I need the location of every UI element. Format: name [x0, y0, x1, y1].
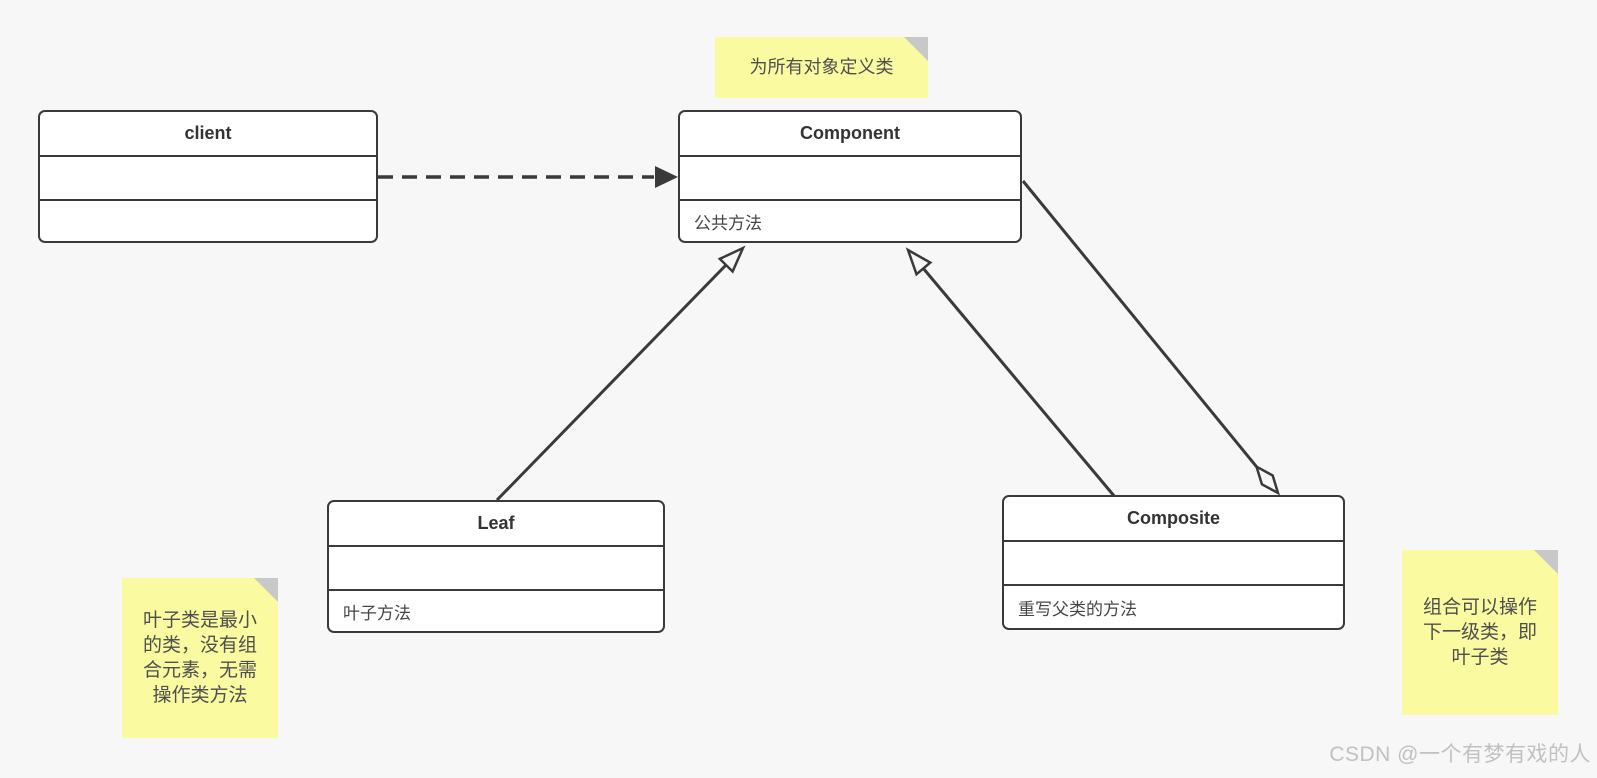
class-client-title: client: [40, 112, 376, 157]
class-leaf-methods: 叶子方法: [343, 603, 411, 623]
csdn-watermark: CSDN @一个有梦有戏的人: [1329, 743, 1591, 766]
class-leaf-title: Leaf: [329, 502, 663, 547]
note-fold-corner-icon: [904, 37, 928, 61]
note-fold-corner-icon: [1534, 550, 1558, 574]
note-define-class-for-all-objects: 为所有对象定义类: [715, 37, 928, 98]
class-component-attributes: [680, 157, 1020, 201]
class-composite-attributes: [1004, 542, 1343, 586]
note-text: 为所有对象定义类: [749, 57, 894, 77]
generalization-arrow-leaf-to-component: [495, 245, 746, 502]
class-leaf-attributes: [329, 547, 663, 591]
note-fold-corner-icon: [254, 578, 278, 602]
note-text: 叶子类是最小 的类，没有组 合元素，无需 操作类方法: [142, 610, 257, 706]
generalization-arrow-composite-to-component: [905, 247, 1117, 498]
note-leaf-description: 叶子类是最小 的类，没有组 合元素，无需 操作类方法: [122, 578, 278, 738]
class-composite-title: Composite: [1004, 497, 1343, 542]
note-composite-description: 组合可以操作 下一级类，即 叶子类: [1402, 550, 1558, 715]
dependency-arrow-client-to-component: [378, 166, 678, 188]
class-component-title: Component: [680, 112, 1020, 157]
aggregation-arrow-component-to-composite: [1021, 180, 1281, 496]
class-composite: Composite 重写父类的方法: [1002, 495, 1345, 630]
class-component-methods: 公共方法: [694, 213, 762, 233]
note-text: 组合可以操作 下一级类，即 叶子类: [1422, 597, 1537, 668]
class-composite-methods: 重写父类的方法: [1018, 599, 1137, 619]
class-client: client: [38, 110, 378, 243]
class-component: Component 公共方法: [678, 110, 1022, 243]
class-client-attributes: [40, 157, 376, 201]
hollow-diamond-icon: [1254, 464, 1281, 496]
class-leaf: Leaf 叶子方法: [327, 500, 665, 633]
class-client-methods: [40, 201, 376, 241]
hollow-triangle-arrowhead-icon: [905, 247, 933, 277]
hollow-triangle-arrowhead-icon: [717, 245, 746, 274]
filled-arrowhead-icon: [655, 166, 678, 188]
